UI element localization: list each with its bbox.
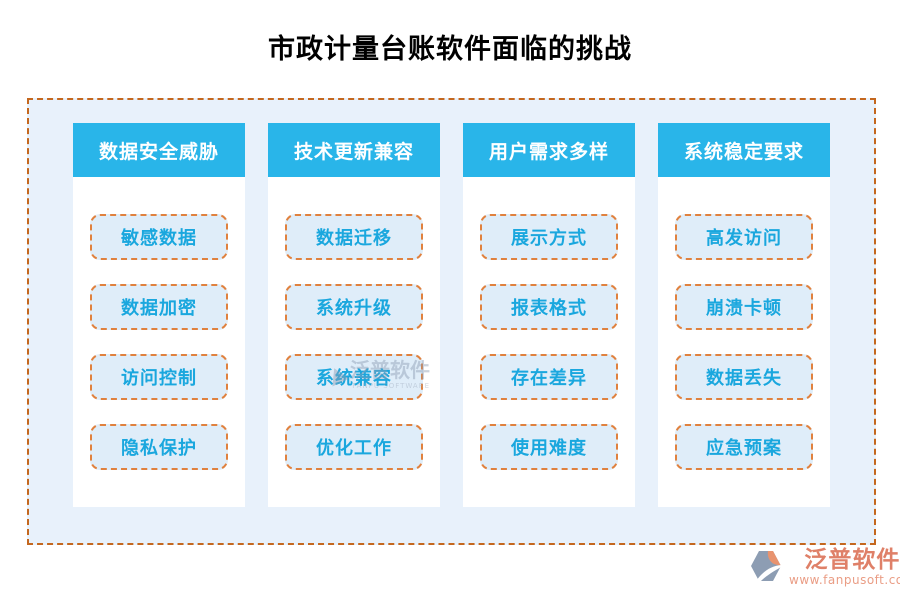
challenge-item: 报表格式 — [480, 284, 618, 330]
challenge-item: 敏感数据 — [90, 214, 228, 260]
brand-footer: 泛普软件 www.fanpusoft.com — [748, 547, 900, 588]
column-body: 展示方式 报表格式 存在差异 使用难度 — [463, 177, 635, 507]
challenge-item: 展示方式 — [480, 214, 618, 260]
challenge-item: 数据丢失 — [675, 354, 813, 400]
brand-url: www.fanpusoft.com — [789, 573, 900, 588]
column-header: 技术更新兼容 — [268, 123, 440, 177]
column-user-needs: 用户需求多样 展示方式 报表格式 存在差异 使用难度 — [463, 123, 635, 507]
challenge-item: 崩溃卡顿 — [675, 284, 813, 330]
challenge-item: 高发访问 — [675, 214, 813, 260]
column-header: 系统稳定要求 — [658, 123, 830, 177]
challenge-item: 存在差异 — [480, 354, 618, 400]
column-tech-update: 技术更新兼容 数据迁移 系统升级 系统兼容 优化工作 — [268, 123, 440, 507]
column-data-security: 数据安全威胁 敏感数据 数据加密 访问控制 隐私保护 — [73, 123, 245, 507]
column-body: 高发访问 崩溃卡顿 数据丢失 应急预案 — [658, 177, 830, 507]
column-system-stability: 系统稳定要求 高发访问 崩溃卡顿 数据丢失 应急预案 — [658, 123, 830, 507]
fanpu-logo-icon — [751, 551, 781, 581]
challenge-item: 系统兼容 — [285, 354, 423, 400]
challenges-board: 数据安全威胁 敏感数据 数据加密 访问控制 隐私保护 技术更新兼容 数据迁移 系… — [27, 98, 876, 545]
challenge-item: 访问控制 — [90, 354, 228, 400]
challenge-item: 隐私保护 — [90, 424, 228, 470]
challenge-item: 系统升级 — [285, 284, 423, 330]
column-header: 数据安全威胁 — [73, 123, 245, 177]
page-title: 市政计量台账软件面临的挑战 — [268, 34, 632, 65]
challenge-item: 优化工作 — [285, 424, 423, 470]
challenge-item: 应急预案 — [675, 424, 813, 470]
brand-name: 泛普软件 — [804, 547, 900, 573]
challenge-item: 数据加密 — [90, 284, 228, 330]
challenge-item: 数据迁移 — [285, 214, 423, 260]
column-body: 敏感数据 数据加密 访问控制 隐私保护 — [73, 177, 245, 507]
column-header: 用户需求多样 — [463, 123, 635, 177]
challenge-columns: 数据安全威胁 敏感数据 数据加密 访问控制 隐私保护 技术更新兼容 数据迁移 系… — [73, 123, 830, 507]
challenge-item: 使用难度 — [480, 424, 618, 470]
column-body: 数据迁移 系统升级 系统兼容 优化工作 — [268, 177, 440, 507]
brand-text: 泛普软件 www.fanpusoft.com — [789, 547, 900, 588]
